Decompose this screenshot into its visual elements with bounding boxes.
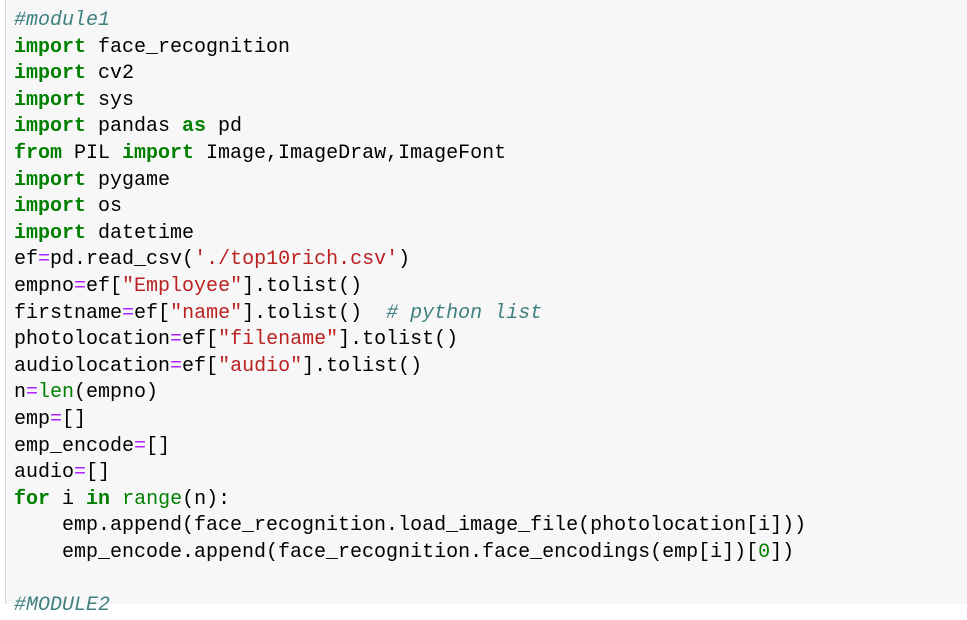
code-text: ef (14, 248, 39, 272)
code-text: ef[ (86, 274, 123, 298)
code-text: [] (62, 407, 87, 431)
code-text: pandas (86, 115, 183, 139)
keyword: import (14, 221, 87, 245)
number-literal: 0 (758, 540, 771, 564)
code-text: ].tolist() (302, 354, 423, 378)
code-text: audio (14, 461, 75, 485)
code-text: photolocation (14, 328, 171, 352)
string-literal: "Employee" (122, 274, 243, 298)
code-line: emp.append(face_recognition.load_image_f… (14, 513, 806, 540)
comment: #MODULE2 (14, 594, 111, 618)
operator: = (170, 354, 183, 378)
code-text: ]) (770, 540, 795, 564)
code-text: face_recognition (86, 35, 291, 59)
operator: = (170, 328, 183, 352)
code-line: import datetime (14, 221, 806, 248)
keyword: import (14, 195, 87, 219)
code-text: PIL (62, 141, 123, 165)
code-line: import pandas as pd (14, 114, 806, 141)
string-literal: "filename" (218, 328, 339, 352)
code-text: sys (86, 88, 135, 112)
code-line: import cv2 (14, 61, 806, 88)
code-text: ef[ (134, 301, 171, 325)
keyword: for (14, 487, 51, 511)
code-text: (n): (182, 487, 231, 511)
code-text: pygame (86, 168, 171, 192)
code-line: import face_recognition (14, 35, 806, 62)
keyword: import (14, 35, 87, 59)
code-text: pd.read_csv( (50, 248, 195, 272)
keyword: import (14, 115, 87, 139)
operator: = (134, 434, 147, 458)
code-text: emp_encode (14, 434, 135, 458)
code-text: audiolocation (14, 354, 171, 378)
code-text: firstname (14, 301, 123, 325)
code-line: emp_encode.append(face_recognition.face_… (14, 540, 806, 567)
keyword: from (14, 141, 63, 165)
operator: = (74, 461, 87, 485)
operator: = (122, 301, 135, 325)
code-text: os (86, 195, 123, 219)
code-text: n (14, 381, 27, 405)
code-text: Image,ImageDraw,ImageFont (194, 141, 507, 165)
keyword: import (122, 141, 195, 165)
keyword: import (14, 168, 87, 192)
string-literal: "audio" (218, 354, 303, 378)
code-text: ef[ (182, 354, 219, 378)
operator: = (26, 381, 39, 405)
code-line: for i in range(n): (14, 487, 806, 514)
keyword: in (86, 487, 111, 511)
code-text: ].tolist() (338, 328, 459, 352)
keyword: as (182, 115, 207, 139)
string-literal: "name" (170, 301, 243, 325)
code-text: pd (206, 115, 243, 139)
code-line: import pygame (14, 168, 806, 195)
code-text (110, 488, 122, 511)
code-text: emp.append(face_recognition.load_image_f… (14, 514, 807, 538)
builtin: range (122, 487, 183, 511)
code-line: import sys (14, 88, 806, 115)
code-text: ].tolist() (242, 301, 387, 325)
code-line: #MODULE2 (14, 593, 806, 620)
comment: # python list (386, 301, 543, 325)
code-text: [] (86, 461, 111, 485)
code-line: firstname=ef["name"].tolist() # python l… (14, 301, 806, 328)
code-line: import os (14, 194, 806, 221)
code-text: ].tolist() (242, 274, 363, 298)
operator: = (38, 248, 51, 272)
keyword: import (14, 62, 87, 86)
code-line: photolocation=ef["filename"].tolist() (14, 327, 806, 354)
code-line: from PIL import Image,ImageDraw,ImageFon… (14, 141, 806, 168)
operator: = (50, 407, 63, 431)
comment: #module1 (14, 9, 111, 32)
code-text: i (50, 487, 87, 511)
code-line: n=len(empno) (14, 380, 806, 407)
code-text: [] (146, 434, 171, 458)
code-line: ef=pd.read_csv('./top10rich.csv') (14, 247, 806, 274)
code-line: audio=[] (14, 460, 806, 487)
code-text: (empno) (74, 381, 159, 405)
operator: = (74, 274, 87, 298)
code-text: emp (14, 407, 51, 431)
code-text: emp_encode.append(face_recognition.face_… (14, 540, 759, 564)
code-line: empno=ef["Employee"].tolist() (14, 274, 806, 301)
code-text: ) (398, 248, 411, 272)
code-text: datetime (86, 221, 195, 245)
code-text: empno (14, 274, 75, 298)
string-literal: './top10rich.csv' (194, 248, 399, 272)
code-line: emp=[] (14, 407, 806, 434)
code-line: emp_encode=[] (14, 434, 806, 461)
keyword: import (14, 88, 87, 112)
code-text: ef[ (182, 328, 219, 352)
code-line: audiolocation=ef["audio"].tolist() (14, 354, 806, 381)
code-line: #module1 (14, 8, 806, 35)
builtin: len (38, 381, 75, 405)
code-text: cv2 (86, 62, 135, 86)
code-line (14, 566, 806, 593)
